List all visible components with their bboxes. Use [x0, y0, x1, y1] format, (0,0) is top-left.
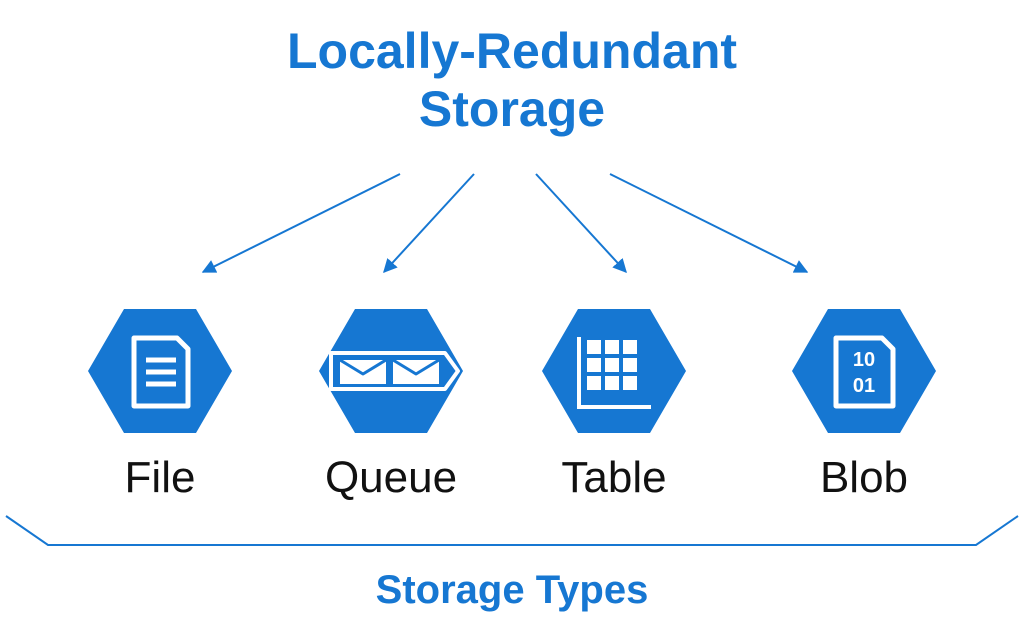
- blob-hexagon: 10 01: [792, 309, 936, 433]
- table-hexagon: [542, 309, 686, 433]
- arrow-to-blob: [609, 173, 809, 273]
- arrow-to-table: [535, 173, 627, 274]
- file-hexagon: [88, 309, 232, 433]
- blob-icon: 10 01: [833, 335, 896, 409]
- blob-icon-line-2: 01: [853, 375, 875, 397]
- blob-icon-line-1: 10: [853, 349, 875, 371]
- label-table: Table: [561, 453, 667, 502]
- label-blob: Blob: [819, 453, 909, 502]
- storage-types-bracket: [5, 515, 1019, 546]
- label-queue: Queue: [324, 453, 458, 502]
- table-icon: [577, 337, 651, 409]
- title-line-2: Storage: [418, 81, 606, 137]
- queue-icon: [329, 351, 460, 391]
- diagram-title: Locally-Redundant Storage: [0, 22, 1024, 138]
- label-file: File: [124, 453, 196, 502]
- arrow-to-file: [201, 173, 401, 273]
- storage-types-label: Storage Types: [375, 568, 649, 612]
- arrow-to-queue: [383, 173, 475, 274]
- queue-hexagon: [319, 309, 463, 433]
- file-icon: [131, 335, 191, 409]
- title-line-1: Locally-Redundant: [286, 23, 738, 79]
